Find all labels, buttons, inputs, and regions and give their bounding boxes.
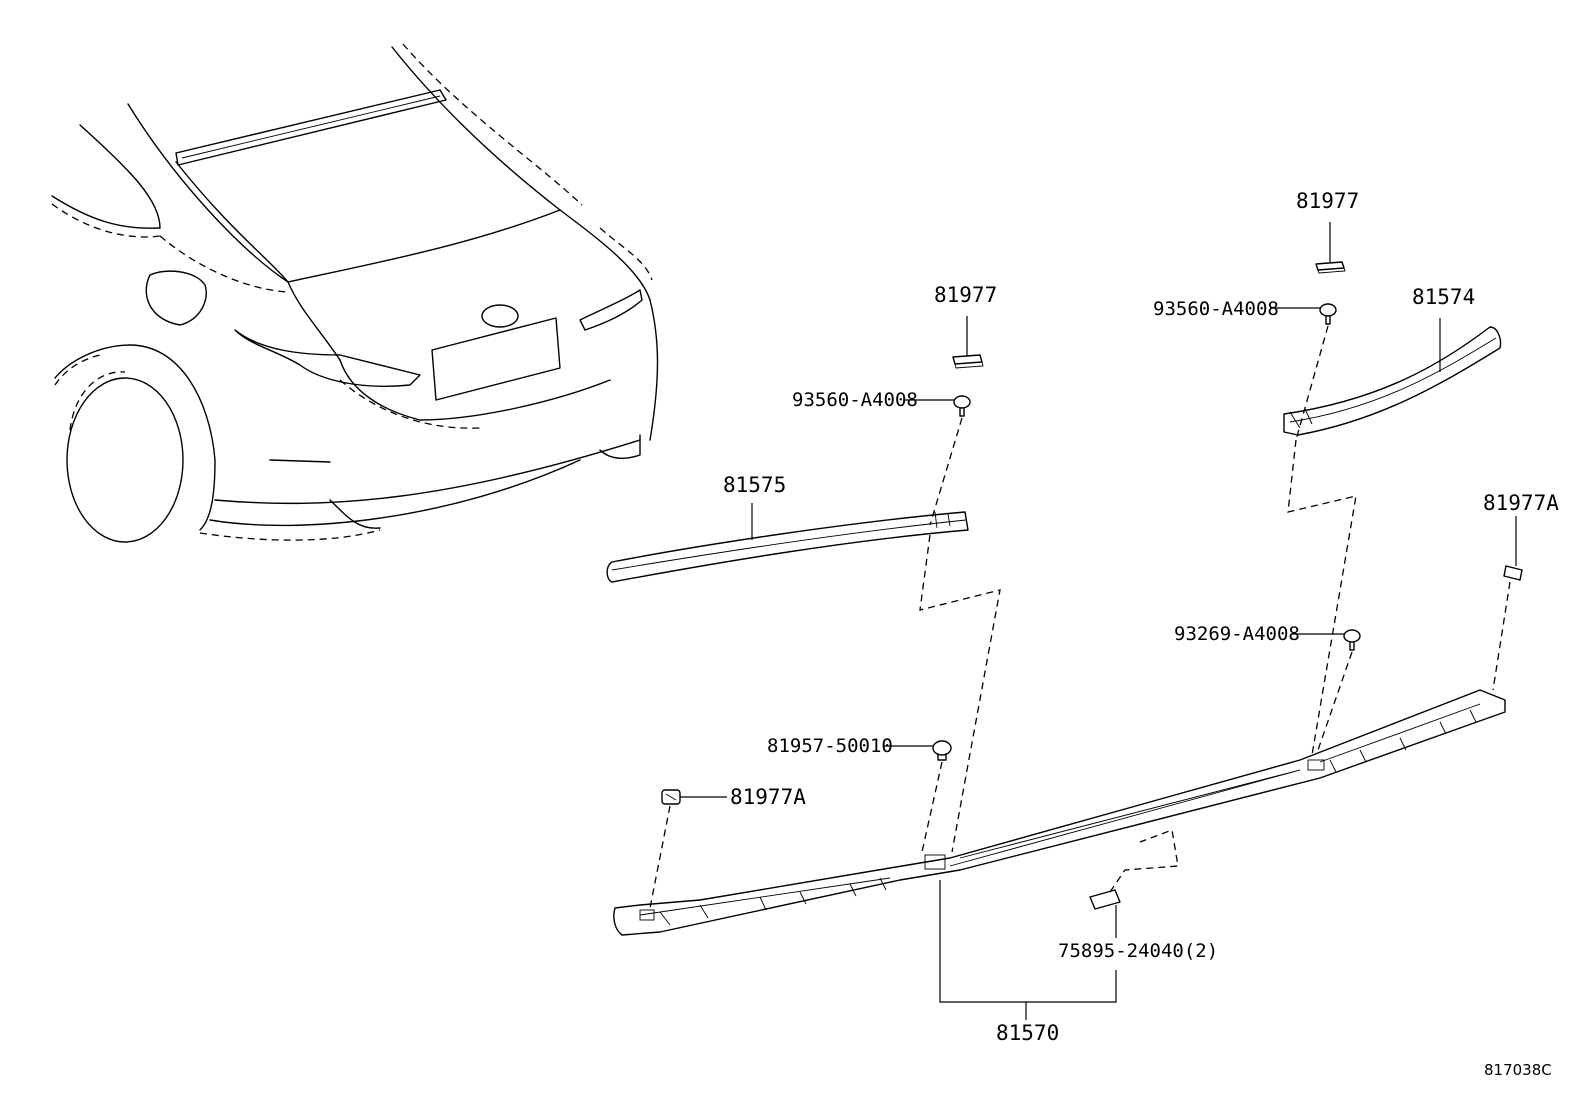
screw-93269 [1343,629,1361,651]
vehicle-rear-illustration [51,43,659,543]
clip-81977-top-right [1315,261,1346,274]
label-81574: 81574 [1412,285,1475,309]
diagram-reference-code: 817038C [1484,1061,1552,1079]
part-81575-garnish [606,511,969,583]
part-81574-garnish [1283,326,1502,436]
label-81977-mid: 81977 [934,283,997,307]
label-81977A-left: 81977A [730,785,806,809]
label-93560-right: 93560-A4008 [1153,298,1279,320]
clip-81977-mid [952,354,984,369]
assembly-lines [649,325,1511,909]
tape-75895 [1089,889,1121,910]
leader-lines [680,222,1517,1020]
nut-81957 [932,740,952,761]
screw-93560-right [1319,303,1337,325]
label-75895: 75895-24040(2) [1058,940,1218,962]
label-93560-left: 93560-A4008 [792,389,918,411]
clip-81977A-left [661,789,681,805]
label-81957: 81957-50010 [767,735,893,757]
clip-81977A-right [1503,565,1523,581]
screw-93560-left [953,395,971,417]
label-81977-top-right: 81977 [1296,189,1359,213]
label-81977A-right: 81977A [1483,491,1559,515]
part-81570-trim-assembly [613,689,1506,936]
label-81570: 81570 [996,1021,1059,1045]
label-93269: 93269-A4008 [1174,623,1300,645]
label-81575: 81575 [723,473,786,497]
